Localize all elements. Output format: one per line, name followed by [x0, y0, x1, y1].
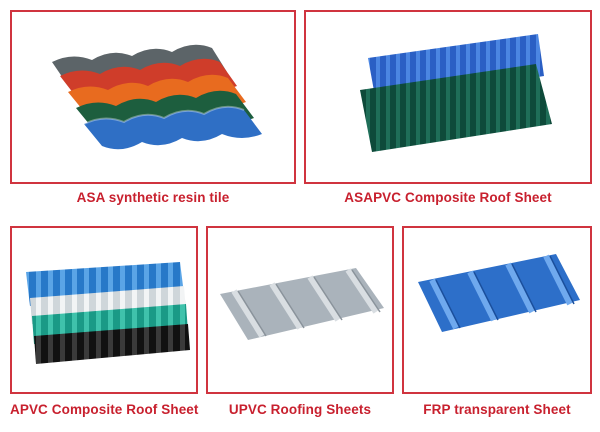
tile-layer-blue: [84, 106, 262, 150]
product-caption-upvc[interactable]: UPVC Roofing Sheets: [228, 402, 372, 417]
product-card-asapvc-roof-sheet[interactable]: [304, 10, 592, 184]
upvc-sheet-image: [220, 268, 384, 340]
frp-sheet-body: [418, 254, 580, 332]
product-card-apvc-roof-sheet[interactable]: [10, 226, 198, 394]
product-card-frp-sheet[interactable]: [402, 226, 592, 394]
product-card-upvc-sheet[interactable]: [206, 226, 394, 394]
frp-sheet-image: [418, 254, 580, 332]
sheet-green-front: [360, 64, 552, 152]
apvc-roof-sheet-image: [26, 262, 190, 364]
product-caption-apvc[interactable]: APVC Composite Roof Sheet: [10, 402, 199, 417]
asa-resin-tile-image: [52, 44, 262, 150]
upvc-sheet-body: [220, 268, 384, 340]
product-caption-asapvc[interactable]: ASAPVC Composite Roof Sheet: [344, 190, 552, 205]
product-caption-asa[interactable]: ASA synthetic resin tile: [76, 190, 230, 205]
product-caption-frp[interactable]: FRP transparent Sheet: [423, 402, 571, 417]
product-card-asa-resin-tile[interactable]: [10, 10, 296, 184]
sheet-black: [34, 324, 190, 364]
asapvc-roof-sheet-image: [360, 34, 552, 152]
